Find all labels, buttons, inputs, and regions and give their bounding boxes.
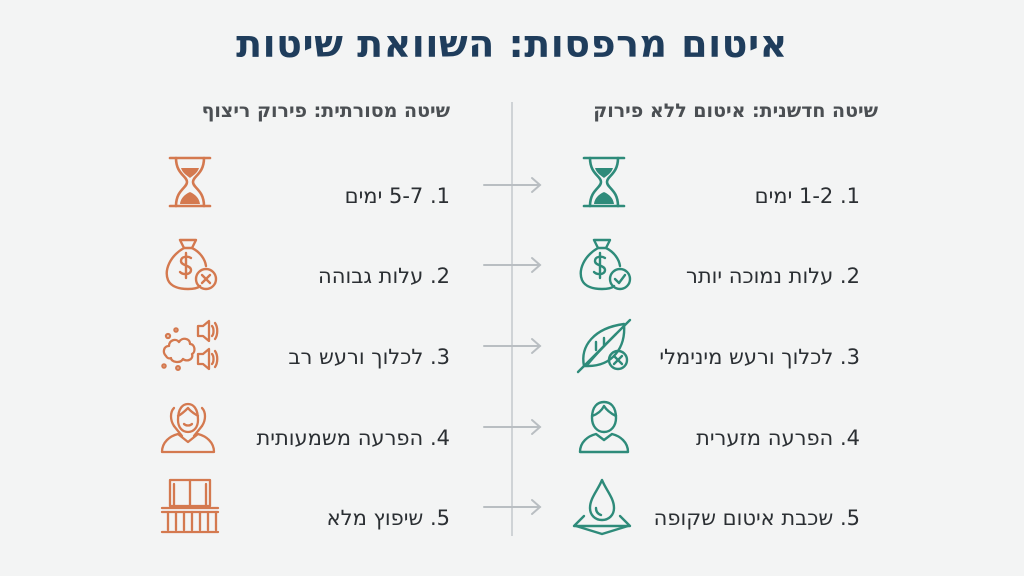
traditional-item-5: 5. שיפוץ מלא [300,492,450,548]
traditional-item-2-label: 2. עלות גבוהה [318,264,450,288]
modern-method-header: שיטה חדשנית: איטום ללא פירוק [593,100,878,122]
modern-item-5: 5. שכבת איטום שקופה [640,492,860,548]
modern-item-1-label: 1. 1-2 ימים [754,184,860,208]
money-bag-x-icon [160,234,220,294]
traditional-item-3: 3. לכלוך ורעש רב [260,331,450,387]
balcony-icon [160,476,220,536]
arrow-2 [482,255,546,275]
page-title: איטום מרפסות: השוואת שיטות [236,22,788,66]
water-drop-icon [572,476,632,536]
stressed-person-icon [158,396,218,456]
modern-item-2-label: 2. עלות נמוכה יותר [686,264,860,288]
traditional-item-5-label: 5. שיפוץ מלא [326,506,450,530]
traditional-item-2: 2. עלות גבוהה [260,250,450,306]
modern-item-5-label: 5. שכבת איטום שקופה [653,506,860,530]
modern-item-3: 3. לכלוך ורעש מינימלי [640,331,860,387]
arrow-1 [482,175,546,195]
hourglass-icon [160,152,220,212]
traditional-item-4-label: 4. הפרעה משמעותית [256,426,450,450]
money-bag-check-icon [574,234,634,294]
dust-noise-icon [160,316,220,376]
traditional-item-4: 4. הפרעה משמעותית [230,412,450,468]
column-divider [511,102,513,536]
traditional-item-1: 1. 5-7 ימים [300,170,450,226]
modern-item-4-label: 4. הפרעה מזערית [696,426,860,450]
traditional-method-header: שיטה מסורתית: פירוק ריצוף [201,100,450,122]
modern-item-1: 1. 1-2 ימים [740,170,860,226]
arrow-5 [482,497,546,517]
person-icon [574,396,634,456]
hourglass-icon [574,152,634,212]
traditional-item-3-label: 3. לכלוך ורעש רב [288,345,450,369]
arrow-3 [482,336,546,356]
leaf-slash-icon [574,316,634,376]
traditional-item-1-label: 1. 5-7 ימים [344,184,450,208]
modern-item-2: 2. עלות נמוכה יותר [660,250,860,306]
modern-item-4: 4. הפרעה מזערית [660,412,860,468]
modern-item-3-label: 3. לכלוך ורעש מינימלי [659,345,860,369]
arrow-4 [482,417,546,437]
